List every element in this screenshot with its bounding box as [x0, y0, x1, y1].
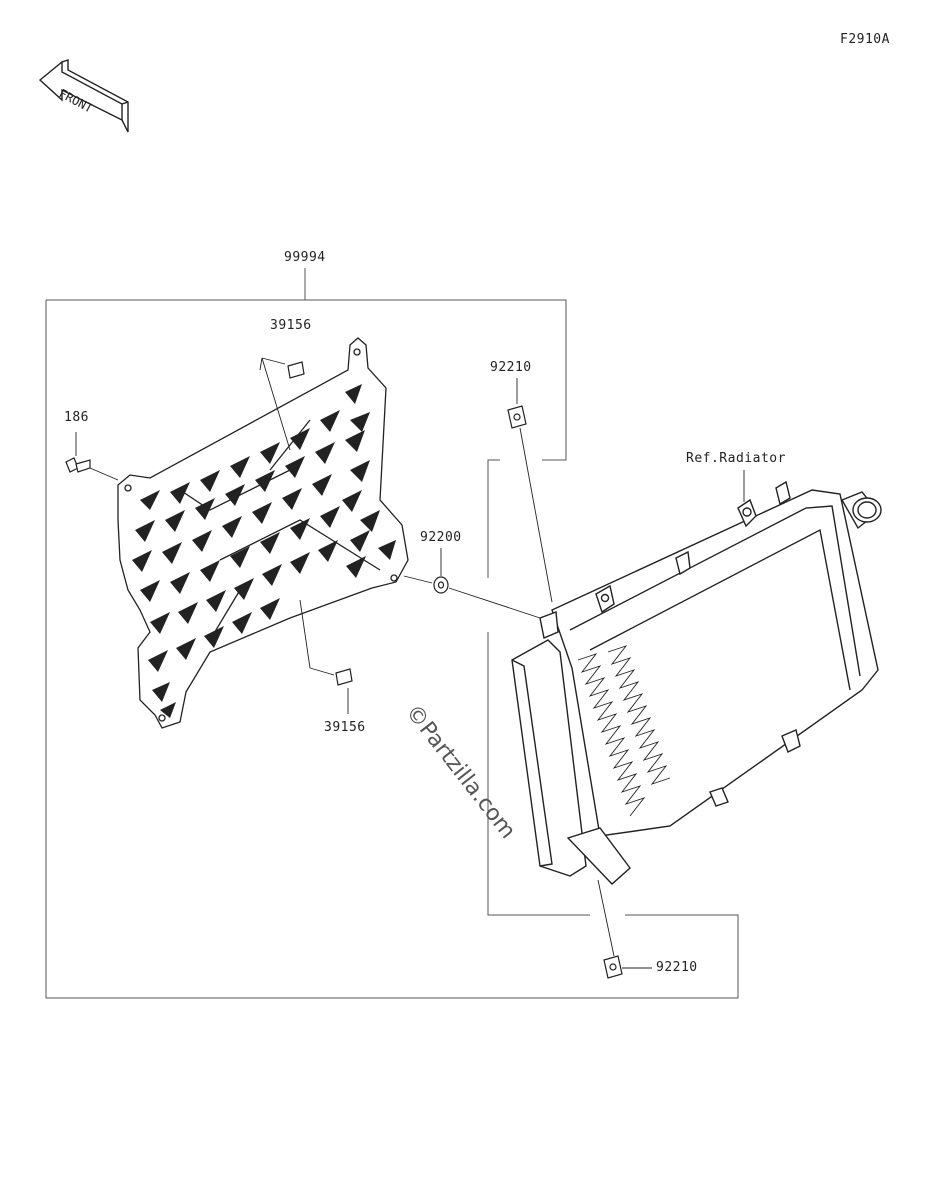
callout-assembly[interactable]: 99994: [284, 250, 326, 265]
nut-bottom-icon: [603, 955, 623, 979]
clip-bottom: [335, 668, 353, 686]
callout-washer[interactable]: 92200: [420, 530, 462, 545]
clip-top: [287, 361, 305, 379]
nut-top-icon: [507, 405, 527, 429]
guard-mesh: [132, 384, 396, 718]
callout-clip-bottom[interactable]: 39156: [324, 720, 366, 735]
callout-clip-top[interactable]: 39156: [270, 318, 312, 333]
callout-nut-top[interactable]: 92210: [490, 360, 532, 375]
radiator: [511, 480, 882, 885]
assembly-frame: [45, 268, 739, 999]
figure-code: F2910A: [840, 32, 890, 47]
callout-bolt[interactable]: 186: [64, 410, 89, 425]
radiator-fins: [577, 645, 671, 817]
front-arrow-icon: FRONT: [38, 59, 129, 133]
radiator-guard: [117, 337, 409, 729]
washer-icon: [433, 576, 449, 594]
callout-nut-bottom[interactable]: 92210: [656, 960, 698, 975]
bolt-icon: [65, 457, 91, 473]
callout-radiator-ref[interactable]: Ref.Radiator: [686, 451, 786, 466]
leader-lines: [75, 357, 745, 969]
